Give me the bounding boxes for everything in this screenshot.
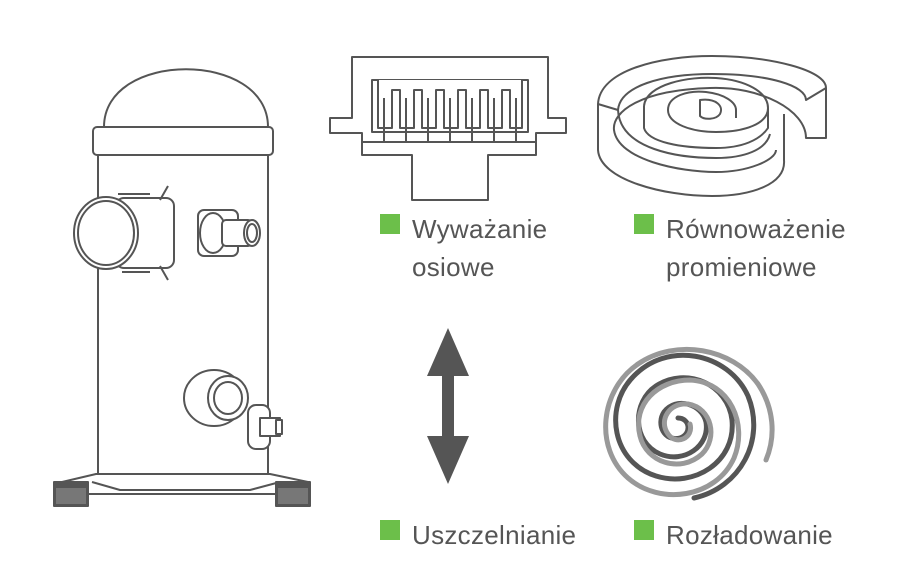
legend-radial: Równoważenie promieniowe	[634, 210, 846, 286]
label-axial-line1: Wyważanie	[412, 214, 548, 244]
legend-sealing: Uszczelnianie	[380, 516, 576, 554]
legend-unloading: Rozładowanie	[634, 516, 833, 554]
label-radial-line1: Równoważenie	[666, 214, 846, 244]
radial-scroll-icon	[597, 55, 827, 197]
label-unloading: Rozładowanie	[666, 520, 833, 550]
label-axial-line2: osiowe	[412, 252, 495, 282]
spiral-icon	[603, 346, 775, 501]
legend-swatch	[634, 520, 654, 540]
compressor-icon	[53, 68, 311, 507]
axial-scroll-icon	[329, 56, 567, 201]
legend-swatch	[634, 214, 654, 234]
label-sealing: Uszczelnianie	[412, 520, 577, 550]
legend-axial: Wyważanie osiowe	[380, 210, 547, 286]
legend-swatch	[380, 520, 400, 540]
label-radial-line2: promieniowe	[666, 252, 817, 282]
double-arrow-icon	[427, 328, 469, 484]
legend-swatch	[380, 214, 400, 234]
